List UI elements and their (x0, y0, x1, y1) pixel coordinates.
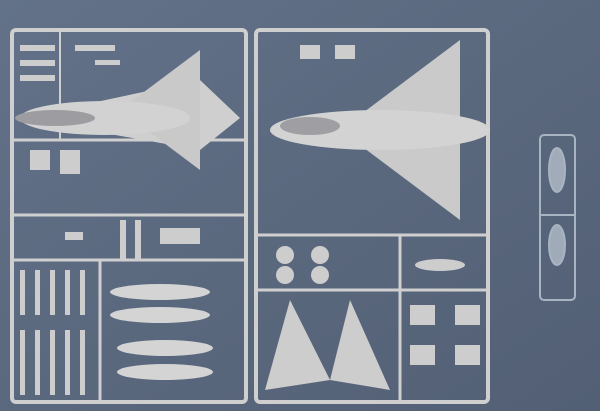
right-fuselage-part (270, 40, 490, 220)
missiles (110, 284, 213, 380)
right-small-parts (276, 45, 480, 365)
missile (117, 340, 213, 356)
wing-panel (330, 300, 390, 390)
wing-panel (265, 300, 330, 390)
missile (110, 307, 210, 323)
canopy-part (548, 147, 566, 193)
missile (110, 284, 210, 300)
missile (117, 364, 213, 380)
clear-sprue (539, 134, 576, 301)
canopy-part (548, 224, 566, 266)
right-sprue (254, 28, 490, 404)
right-sprue-frame (254, 28, 490, 404)
wing-parts (265, 300, 390, 390)
left-small-parts (20, 45, 200, 395)
left-fuselage-part (15, 50, 240, 170)
